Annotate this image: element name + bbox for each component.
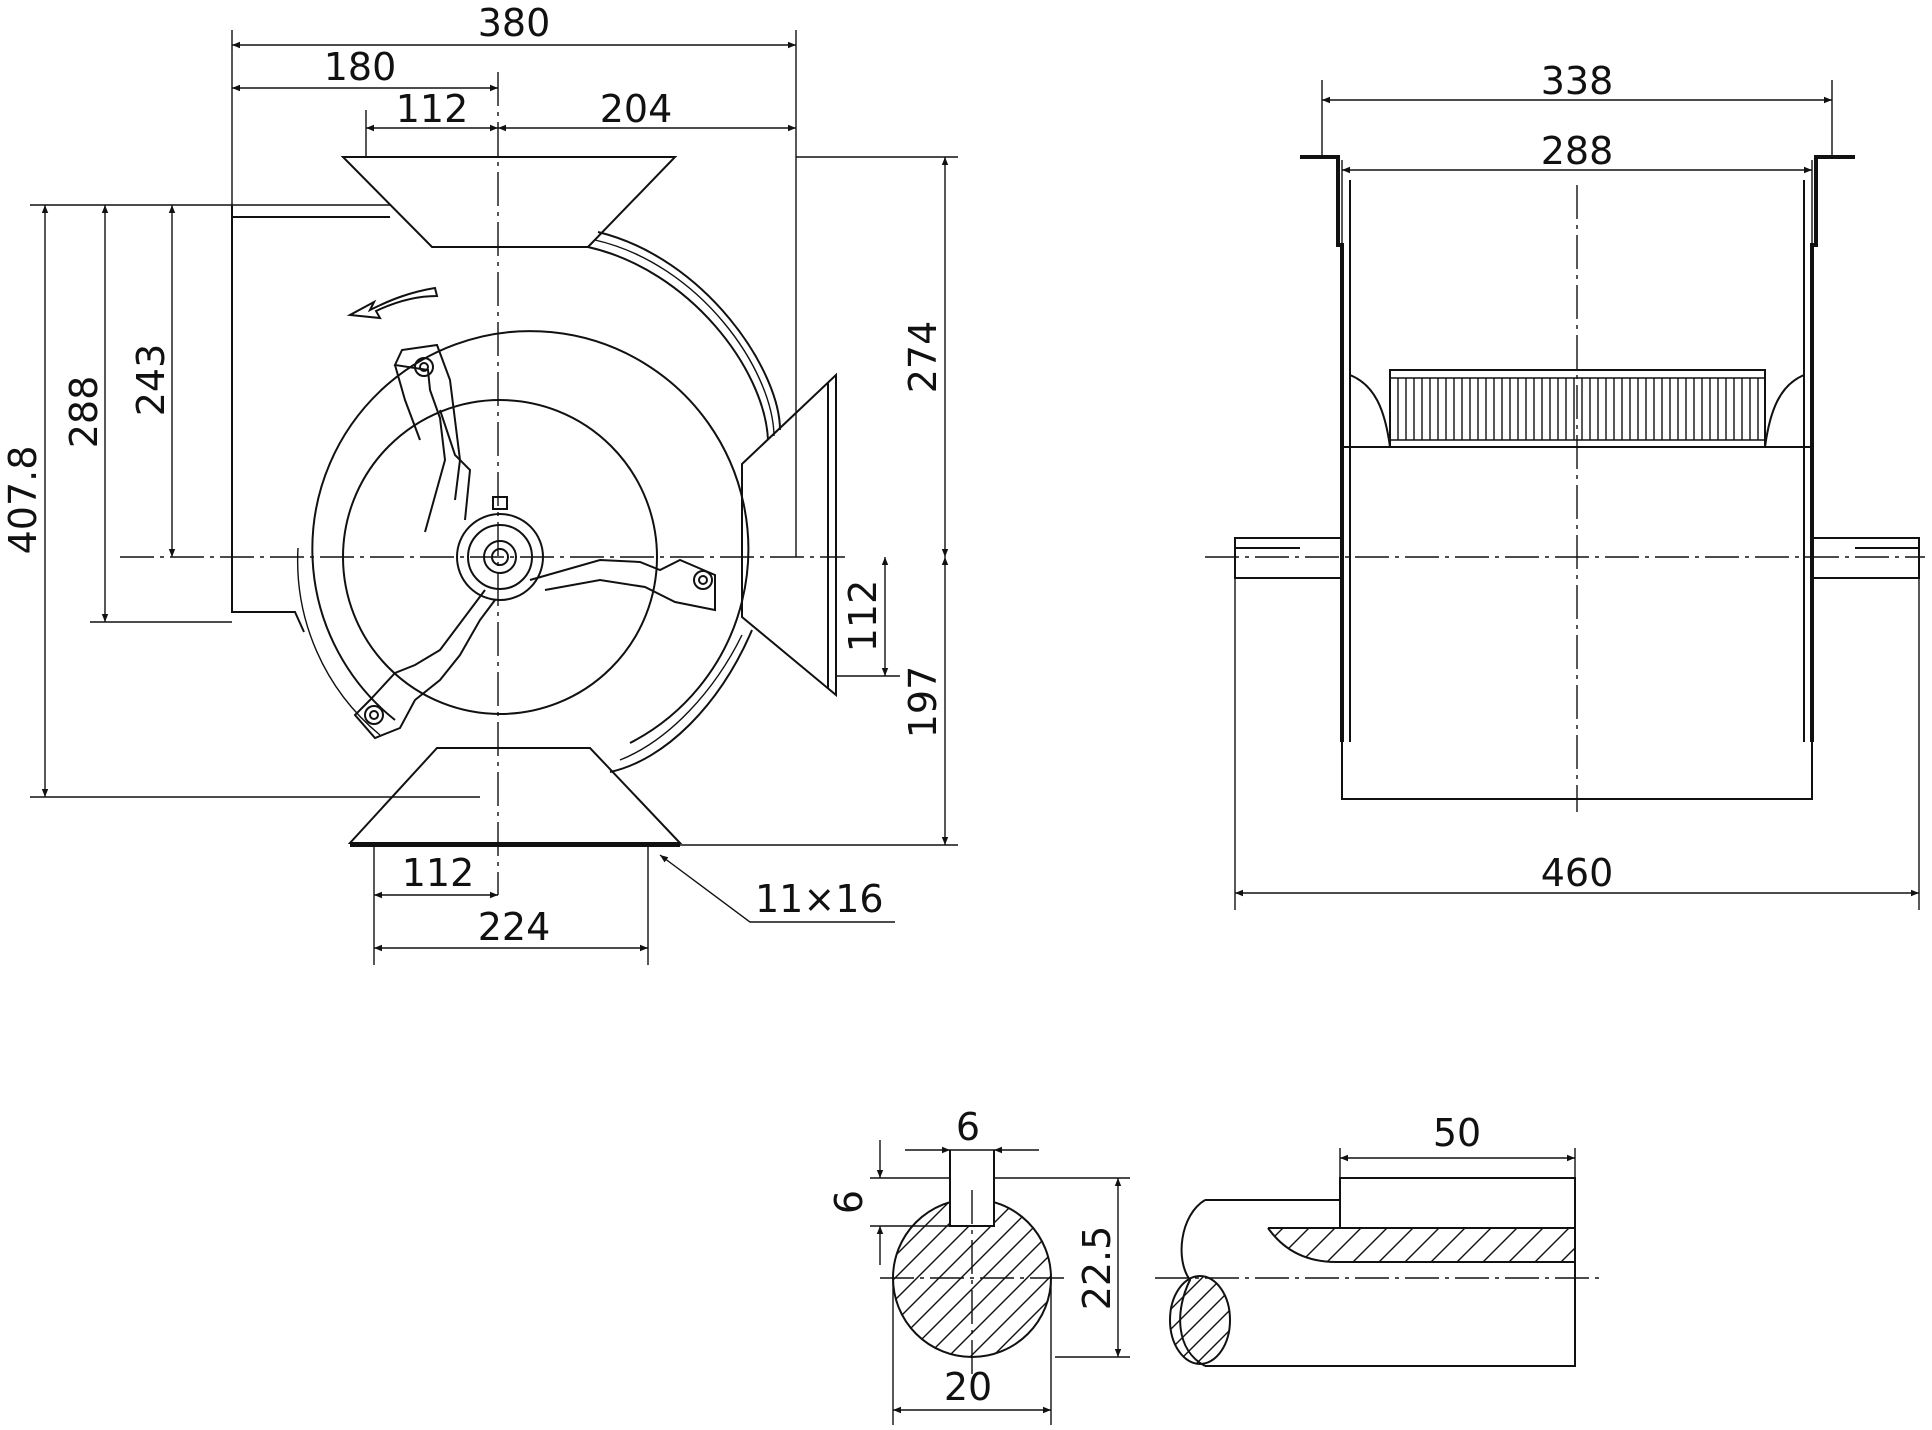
dim-drum-width: 288	[1541, 129, 1614, 173]
dim-right-274: 274	[901, 321, 945, 394]
hatch-line	[1453, 1228, 1495, 1262]
hub	[456, 496, 544, 601]
hatch-line	[1170, 1276, 1206, 1364]
dim-section-height: 22.5	[1075, 1226, 1119, 1311]
hatch-line	[1170, 1276, 1230, 1364]
dim-center-to-right: 204	[600, 87, 673, 131]
hatch-line	[1505, 1228, 1547, 1262]
hatch-line	[1557, 1228, 1575, 1262]
dim-key-width: 6	[956, 1105, 980, 1149]
hatch-line	[1427, 1228, 1469, 1262]
dim-overall-width: 380	[478, 1, 551, 45]
dim-section-diameter: 20	[944, 1365, 992, 1409]
hatch-line	[1375, 1228, 1417, 1262]
hatch-line	[1479, 1228, 1521, 1262]
hatch-line	[1174, 1276, 1230, 1364]
dim-right-197: 197	[901, 666, 945, 739]
dim-overall-height: 407.8	[1, 446, 45, 555]
dim-slot: 11×16	[755, 877, 884, 921]
shaft-side: 50	[1155, 1111, 1600, 1367]
hatch-line	[1214, 1276, 1230, 1364]
dim-base-half: 112	[402, 851, 475, 895]
dim-base-width: 224	[478, 905, 551, 949]
dim-flange-width: 338	[1541, 59, 1614, 103]
dim-height-243: 243	[129, 344, 173, 417]
hatch-line	[1323, 1228, 1365, 1262]
hatch-line	[988, 1199, 1051, 1357]
hatch-line	[1401, 1228, 1443, 1262]
hatch-line	[1349, 1228, 1391, 1262]
dim-left-to-center: 180	[324, 45, 397, 89]
dim-key-depth: 6	[827, 1190, 871, 1214]
dim-inlet-left-half: 112	[396, 87, 469, 131]
dim-height-288: 288	[62, 376, 106, 449]
hatch-line	[1531, 1228, 1573, 1262]
hatch-line	[1271, 1228, 1313, 1262]
hatch-line	[725, 1195, 890, 1360]
spider-arms	[353, 343, 716, 740]
hatch-line	[1170, 1276, 1226, 1364]
hatch-line	[893, 1199, 957, 1357]
dim-right-112: 112	[841, 580, 885, 653]
side-view: 338 288 460	[1205, 59, 1925, 910]
hatch-line	[1297, 1228, 1339, 1262]
front-view: 380 180 112 204 407.8 288 243 274 112 19…	[1, 1, 958, 965]
dim-key-length: 50	[1433, 1111, 1481, 1155]
shaft-section: 6 6 22.5 20	[725, 1105, 1130, 1425]
impeller	[1349, 369, 1805, 448]
hatch-line	[1220, 1225, 1260, 1265]
hatch-line	[1194, 1276, 1230, 1364]
hatch-line	[1268, 1228, 1287, 1262]
dim-shaft-length: 460	[1541, 851, 1614, 895]
